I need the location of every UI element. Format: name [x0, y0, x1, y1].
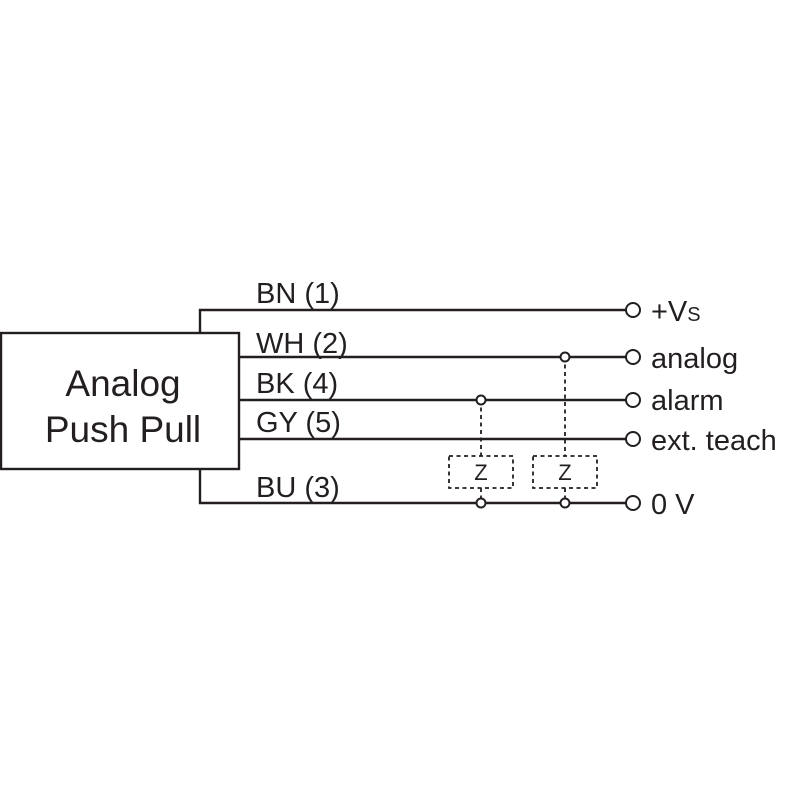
wire-bn: [198, 308, 626, 333]
terminal-0v: [625, 495, 641, 511]
load-1-label: Z: [474, 460, 487, 485]
load-1-box: [448, 455, 514, 489]
terminal-analog: [625, 349, 641, 365]
junction-bk: [475, 394, 487, 406]
output-label-vs: +VS: [651, 296, 701, 328]
output-label-0v: 0 V: [651, 489, 695, 521]
wire-label-wh: WH (2): [256, 328, 348, 360]
load-2-label: Z: [558, 460, 571, 485]
junction-bu-2: [559, 497, 571, 509]
junction-wh: [559, 351, 571, 363]
device-title-line2: Push Pull: [45, 409, 201, 450]
wire-label-gy: GY (5): [256, 407, 341, 439]
load-2-box: [532, 455, 598, 489]
output-label-alarm: alarm: [651, 385, 724, 417]
wire-label-bn: BN (1): [256, 278, 340, 310]
terminal-alarm: [625, 392, 641, 408]
wire-label-bk: BK (4): [256, 368, 338, 400]
terminal-ext-teach: [625, 431, 641, 447]
wire-label-bu: BU (3): [256, 472, 340, 504]
junction-bu-1: [475, 497, 487, 509]
output-label-ext-teach: ext. teach: [651, 425, 777, 457]
output-label-analog: analog: [651, 343, 738, 375]
terminal-vs: [625, 302, 641, 318]
device-box: [0, 331, 241, 471]
device-title-line1: Analog: [65, 363, 180, 404]
